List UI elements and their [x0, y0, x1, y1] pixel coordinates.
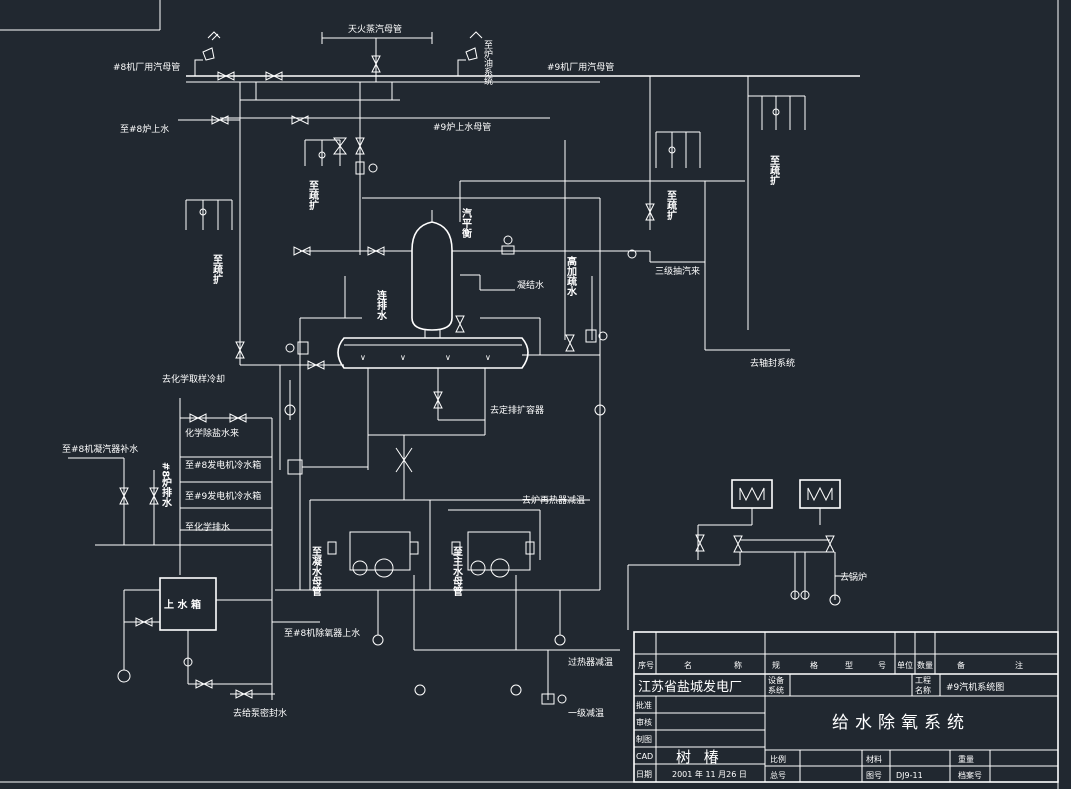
label-fu-zhu-shui: 凝结水 — [517, 279, 544, 291]
label-zhi-zhu-shui: 至主水母管 — [451, 546, 464, 597]
label-h8-lu-pai: #8炉排水 — [160, 462, 173, 508]
label-zhi-h8-chu-yang: 至#8机除氧器上水 — [284, 627, 360, 639]
tb-row-date: 日期 — [636, 770, 652, 779]
tb-row-review: 审核 — [636, 717, 652, 727]
tb-proj-right-1: 工程 — [915, 676, 931, 685]
label-qu-gu-lu: 去锅炉 — [840, 571, 867, 583]
steam-headers — [178, 31, 860, 350]
label-hua-xue: 化学除盐水来 — [185, 427, 239, 439]
feed-pumps — [275, 459, 740, 705]
sub-project-name: #9汽机系统图 — [946, 681, 1004, 693]
tb-header-spec1: 规 — [772, 660, 780, 670]
label-zhi-hua-xue: 至化学排水 — [185, 521, 230, 533]
label-san-ji-chou-qi: 三级抽汽来 — [655, 265, 700, 277]
tb-drawing-no: DJ9-11 — [896, 771, 923, 780]
drain-clusters — [185, 95, 806, 230]
tb-header-qty: 数量 — [917, 660, 933, 670]
label-qu-jiang-hua: 去轴封系统 — [750, 357, 795, 369]
label-zhi-shu-kuo-3: 至疏扩 — [665, 190, 677, 221]
tb-header-name2: 称 — [734, 660, 742, 670]
tb-row-cad: CAD — [636, 752, 653, 761]
label-shang-shui-xiang: 上 水 箱 — [164, 598, 201, 611]
diagram-labels: 天火蒸汽母管 至炉油系统 #8机厂用汽母管 #9机厂用汽母管 至#8炉上水 #9… — [62, 23, 867, 719]
tb-header-spec2: 格 — [810, 660, 818, 670]
svg-text:∨: ∨ — [360, 353, 366, 362]
tb-header-model2: 号 — [878, 661, 886, 670]
title-block: 序号 名 称 规 格 型 号 单位 数量 备 注 江苏省盐城发电厂 批准 审核 … — [633, 631, 1059, 783]
label-qu-lu-guo: 去炉再热器减温 — [522, 494, 585, 506]
tb-header-rem2: 注 — [1015, 660, 1023, 670]
tb-date-value: 2001 年 11 月26 日 — [672, 769, 747, 779]
drawing-title: 给水除氧系统 — [832, 713, 970, 733]
label-qu-guo-re: 过热器减温 — [568, 656, 613, 668]
tb-header-model1: 型 — [845, 661, 853, 670]
label-zhi-h8-lu: 至#8炉上水 — [120, 123, 169, 135]
designer-signature: 树 椿 — [676, 748, 723, 766]
tb-header-rem1: 备 — [957, 660, 965, 670]
tb-proj-label-1: 设备 — [768, 675, 784, 685]
tb-archive-label: 档案号 — [958, 770, 982, 780]
label-qu-hua-xue: 去化学取样冷却 — [162, 373, 225, 385]
label-zhi-h9-kong: 至#9发电机冷水箱 — [185, 490, 261, 502]
boiler-heaters — [697, 479, 850, 606]
label-zhi-shu-kuo-4: 至疏扩 — [768, 155, 780, 186]
tb-row-draw: 制图 — [636, 734, 652, 744]
tb-drawing-no-label: 图号 — [866, 771, 882, 780]
label-h9-lu-shang: #9炉上水母管 — [433, 121, 491, 133]
tb-weight-label: 重量 — [958, 754, 974, 764]
svg-text:∨: ∨ — [400, 353, 406, 362]
tb-header-no: 序号 — [638, 660, 654, 670]
label-yi-jian-wen: 一级减温 — [568, 707, 604, 719]
label-h9-chang-qi: #9机厂用汽母管 — [547, 61, 614, 73]
label-zhi-shu-kuo-1: 至疏扩 — [307, 180, 319, 211]
deaerator: ∨ ∨ ∨ ∨ — [240, 140, 790, 590]
tb-scale-label: 比例 — [770, 754, 786, 764]
label-zhi-zao-shui: 至凝水母管 — [310, 546, 323, 597]
tb-sheet-label: 总号 — [770, 770, 786, 780]
label-zhi-shu-kuo-2: 至疏扩 — [211, 254, 223, 285]
label-gao-jia-shu-shui: 高加疏水 — [565, 255, 578, 297]
label-qi-ping-heng: 汽平衡 — [460, 207, 472, 239]
label-h8-chang-qi: #8机厂用汽母管 — [113, 61, 180, 73]
tb-header-name1: 名 — [684, 660, 692, 670]
tb-material-label: 材料 — [866, 754, 882, 764]
svg-text:∨: ∨ — [445, 353, 451, 362]
company-name: 江苏省盐城发电厂 — [638, 679, 742, 695]
label-zhi-h8-kong: 至#8发电机冷水箱 — [185, 459, 261, 471]
valve-symbols — [119, 55, 705, 699]
tb-header-unit: 单位 — [897, 660, 913, 670]
tb-proj-label-2: 系统 — [768, 685, 784, 695]
label-qu-ding-pai: 去定排扩容器 — [490, 404, 544, 416]
label-zhi-h8-ning: 至#8机凝汽器补水 — [62, 443, 138, 455]
label-lian-pai-shui: 连排水 — [375, 289, 388, 321]
label-tianranqi: 天火蒸汽母管 — [348, 23, 402, 35]
tb-proj-right-2: 名称 — [915, 685, 931, 695]
svg-text:∨: ∨ — [485, 353, 491, 362]
tb-row-approve: 批准 — [636, 700, 652, 710]
label-zhi-lu-you: 至炉油系统 — [482, 40, 493, 86]
label-qu-geng-bei: 去给泵密封水 — [233, 707, 287, 719]
left-branches — [68, 350, 320, 700]
